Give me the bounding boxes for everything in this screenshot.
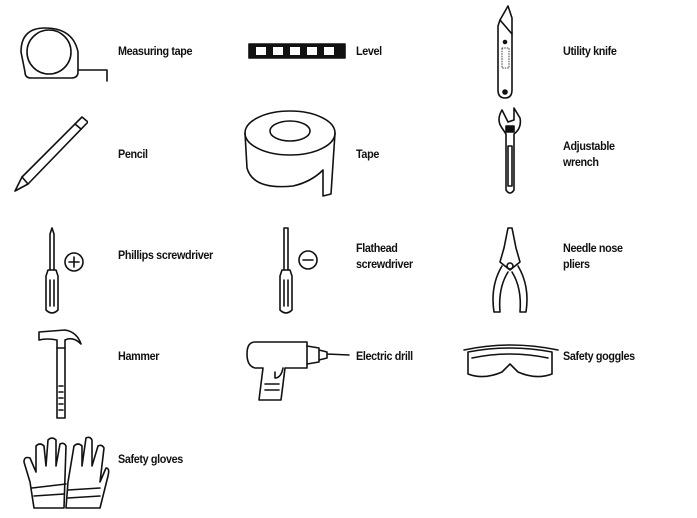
item-label-utility-knife: Utility knife [563,44,617,58]
item-label-pencil: Pencil [118,147,148,161]
flathead-screwdriver-icon [279,227,318,314]
adjustable-wrench-icon [498,107,522,194]
needle-nose-pliers-icon [492,227,528,313]
measuring-tape-icon [20,27,108,82]
hammer-icon [38,329,82,419]
item-label-tape: Tape [356,147,379,161]
item-label-flathead-screwdriver-2: screwdriver [356,257,413,271]
item-label-measuring-tape: Measuring tape [118,44,193,58]
electric-drill-icon [246,341,350,401]
tape-icon [244,110,336,197]
item-label-adjustable-wrench-1: Adjustable [563,139,615,153]
item-label-hammer: Hammer [118,349,160,363]
item-label-safety-goggles: Safety goggles [563,349,635,363]
level-icon [248,43,346,59]
utility-knife-icon [497,5,513,99]
item-label-needle-nose-pliers-1: Needle nose [563,241,623,255]
phillips-screwdriver-icon [45,227,84,314]
item-label-electric-drill: Electric drill [356,349,413,363]
item-label-safety-gloves: Safety gloves [118,452,183,466]
item-label-needle-nose-pliers-2: pliers [563,257,590,271]
item-label-flathead-screwdriver-1: Flathead [356,241,398,255]
item-label-phillips-screwdriver: Phillips screwdriver [118,248,213,262]
safety-goggles-icon [463,344,559,378]
item-label-level: Level [356,44,382,58]
safety-gloves-icon [23,436,110,509]
pencil-icon [14,116,88,192]
item-label-adjustable-wrench-2: wrench [563,155,599,169]
